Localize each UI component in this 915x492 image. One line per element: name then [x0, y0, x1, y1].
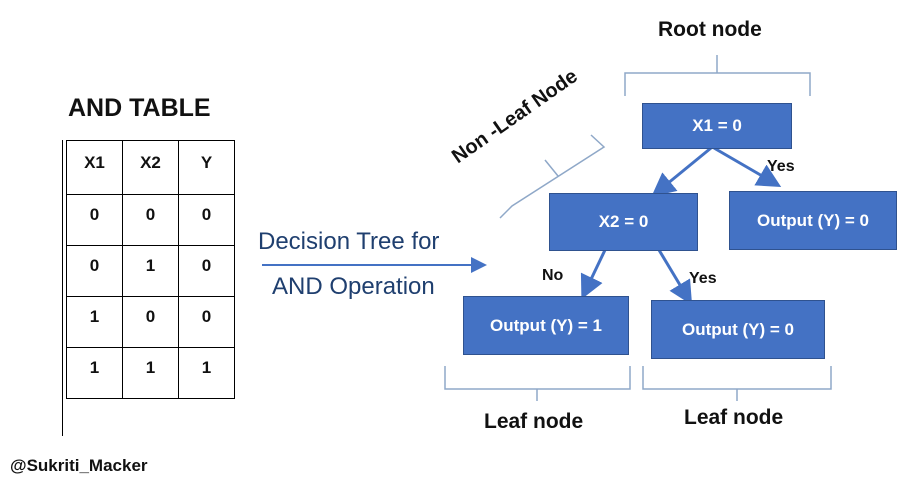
- root-node-caption: Root node: [658, 18, 762, 41]
- table-cell: 0: [66, 245, 123, 297]
- output-leaf-node-left: Output (Y) = 1: [463, 296, 629, 355]
- table-cell: 1: [122, 245, 179, 297]
- root-node: X1 = 0: [642, 103, 792, 149]
- output-leaf-node-right: Output (Y) = 0: [651, 300, 825, 359]
- table-header-cell: X1: [66, 140, 123, 195]
- leaf-node-caption-left: Leaf node: [484, 410, 584, 433]
- edge-x2-to-output-1: [580, 249, 607, 300]
- table-cell: 1: [66, 347, 123, 399]
- table-cell: 1: [66, 296, 123, 348]
- table-header-cell: Y: [178, 140, 235, 195]
- table-cell: 0: [66, 194, 123, 246]
- and-table-title: AND TABLE: [68, 94, 211, 122]
- table-cell: 0: [178, 296, 235, 348]
- table-cell: 0: [178, 194, 235, 246]
- table-cell: 0: [122, 194, 179, 246]
- table-cell: 0: [178, 245, 235, 297]
- table-row: 0 0 0: [66, 194, 235, 246]
- table-header-cell: X2: [122, 140, 179, 195]
- non-leaf-bracket: [499, 134, 606, 219]
- edge-root-to-x2: [651, 146, 712, 197]
- arrow-label-line2: AND Operation: [272, 273, 435, 300]
- edge-x2-to-output-0: [657, 249, 693, 306]
- output-node-right: Output (Y) = 0: [729, 191, 897, 250]
- table-cell: 1: [178, 347, 235, 399]
- x2-node: X2 = 0: [549, 193, 698, 251]
- leaf-node-caption-right: Leaf node: [684, 406, 784, 429]
- root-bracket: [624, 55, 811, 96]
- arrow-label-line1: Decision Tree for: [258, 228, 440, 255]
- table-row: 0 1 0: [66, 245, 235, 297]
- table-cell: 0: [122, 296, 179, 348]
- table-row: 1 0 0: [66, 296, 235, 348]
- table-header-row: X1 X2 Y: [66, 140, 235, 195]
- table-left-line: [62, 140, 63, 436]
- and-table: X1 X2 Y 0 0 0 0 1 0 1 0 0 1 1 1: [66, 140, 235, 399]
- edge-label-x2-yes: Yes: [689, 270, 717, 287]
- edge-label-root-yes: Yes: [767, 158, 795, 175]
- author-credit: @Sukriti_Macker: [10, 456, 148, 475]
- table-cell: 1: [122, 347, 179, 399]
- edge-root-to-output: [713, 146, 782, 188]
- edge-label-x2-no: No: [542, 267, 564, 284]
- table-row: 1 1 1: [66, 347, 235, 399]
- leaf-bracket-left: [444, 366, 631, 401]
- leaf-bracket-right: [642, 366, 832, 401]
